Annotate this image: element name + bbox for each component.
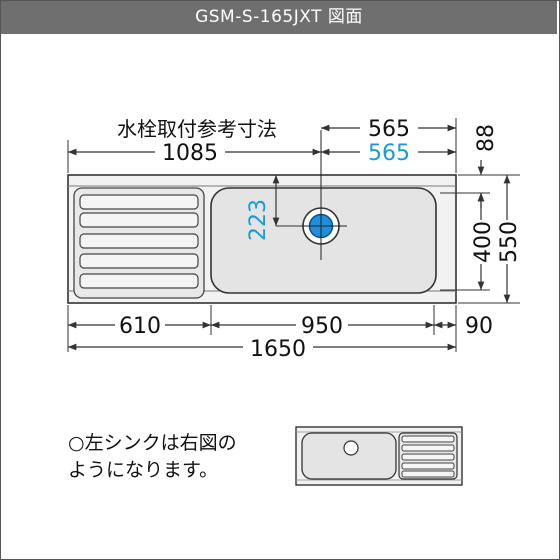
dim-610: 610: [119, 314, 161, 339]
drain-rib: [79, 233, 199, 249]
dim-565-blue: 565: [368, 141, 410, 166]
dim-400: 400: [471, 221, 496, 263]
drain-rib: [79, 273, 199, 289]
dim-223: 223: [246, 199, 271, 241]
page-title: GSM-S-165JXT 図面: [195, 7, 363, 27]
faucet-reference-label: 水栓取付参考寸法: [117, 117, 277, 141]
left-sink-mini-diagram: [295, 426, 463, 486]
dim-1650: 1650: [250, 337, 306, 362]
drain-rib: [79, 212, 199, 228]
drain-rib: [79, 253, 199, 269]
note-line-2: ようになります。: [68, 459, 219, 481]
drain-rib: [79, 194, 199, 210]
dim-950: 950: [301, 314, 343, 339]
mini-faucet-hole-icon: [343, 440, 359, 456]
note-line-1: ○左シンクは右図の: [68, 432, 237, 454]
left-sink-note: ○左シンクは右図の ようになります。: [68, 430, 237, 484]
dim-565-black: 565: [368, 117, 410, 142]
header-bar: GSM-S-165JXT 図面: [1, 1, 557, 34]
dim-550: 550: [497, 221, 522, 263]
dim-1085: 1085: [162, 141, 218, 166]
dim-90: 90: [465, 314, 493, 339]
dim-88: 88: [474, 124, 499, 152]
